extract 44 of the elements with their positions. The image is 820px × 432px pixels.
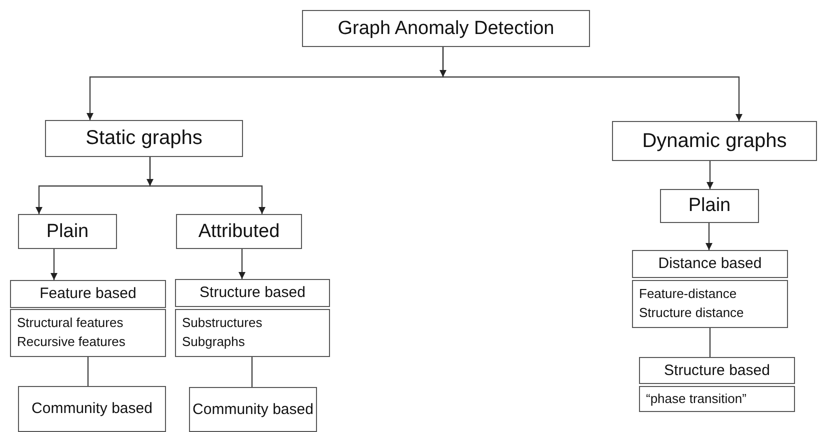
arrow [238,249,246,279]
arrow [50,249,58,280]
node-label: “phase transition” [646,390,746,408]
node-label: Feature based [40,286,136,302]
node-label: Distance based [658,256,762,272]
list-box [175,309,330,357]
node-label: Recursive features [17,333,126,351]
root-box [302,10,590,47]
arrow [706,161,714,189]
method-box [189,387,317,432]
node-label: Community based [32,401,152,417]
category-box [45,120,243,157]
method-box [639,357,795,384]
node-label: Structure based [664,362,770,378]
node-label: Graph Anomaly Detection [338,18,554,38]
node-label: Structure distance [639,304,744,322]
node-label: Feature-distance [639,285,737,304]
node-label: Plain [46,222,89,242]
subcategory-box [18,214,117,249]
connector-line [251,357,253,387]
arrow [149,157,266,214]
method-box [632,250,788,278]
category-box [612,121,817,161]
node-label: Dynamic graphs [642,130,787,152]
node-label: Subgraphs [182,333,245,351]
method-box [175,279,330,307]
list-box [639,386,795,412]
subcategory-box [176,214,302,249]
list-box [10,309,166,357]
subcategory-box [660,189,759,223]
node-label: Community based [192,402,314,418]
node-label: Attributed [198,222,280,242]
arrow [706,223,712,250]
connector-line [709,328,711,357]
node-label: Plain [688,196,731,216]
node-label: Structural features [17,314,124,332]
node-label: Substructures [182,314,262,332]
arrow [442,47,742,121]
method-box [18,386,166,432]
connector-line [87,357,89,386]
node-label: Structure based [200,285,306,301]
node-label: Static graphs [86,128,202,149]
method-box [10,280,166,308]
list-box [632,280,788,328]
